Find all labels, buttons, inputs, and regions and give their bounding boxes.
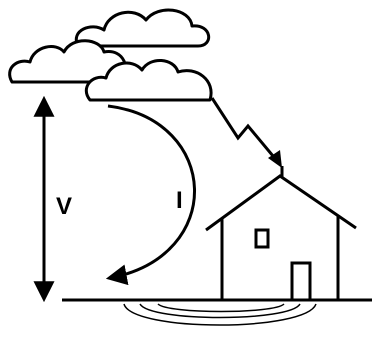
lightning-arrowhead — [268, 150, 282, 168]
lightning-bolt — [210, 97, 280, 163]
cloud-front — [84, 59, 213, 102]
current-label: I — [176, 187, 183, 214]
house-roof — [205, 174, 357, 232]
current-arc — [105, 104, 196, 286]
ground-ripples — [123, 303, 317, 326]
house — [205, 166, 357, 302]
house-window — [254, 228, 270, 249]
house-door — [290, 261, 312, 302]
voltage-label: V — [56, 193, 72, 220]
cloud-left — [8, 39, 127, 84]
cloud-top — [74, 8, 210, 48]
